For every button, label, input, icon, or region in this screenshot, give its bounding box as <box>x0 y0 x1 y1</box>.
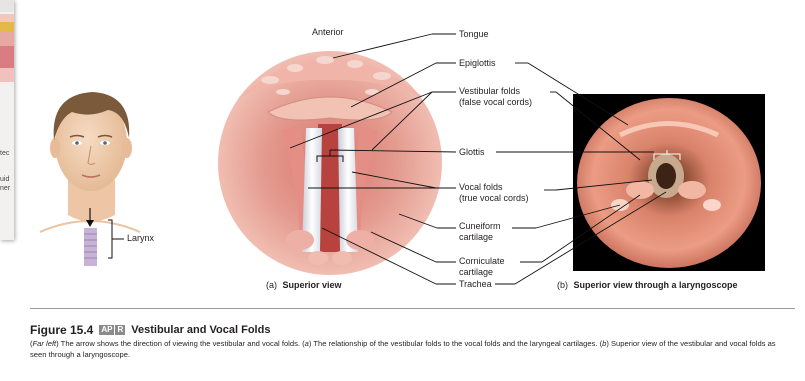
label-vocal-folds-sub: (true vocal cords) <box>459 193 529 204</box>
panel-a-prefix: (a) <box>266 280 277 290</box>
label-anterior: Anterior <box>312 27 344 38</box>
apr-badge-part: AP <box>99 325 114 335</box>
figure-title: Vestibular and Vocal Folds <box>131 324 270 336</box>
panel-a-title: (a) Superior view <box>266 280 342 291</box>
label-glottis: Glottis <box>459 147 485 158</box>
label-cuneiform-sub: cartilage <box>459 232 493 243</box>
superior-view-drawing <box>218 51 442 275</box>
caption-body-part: Far left <box>33 339 57 348</box>
label-epiglottis: Epiglottis <box>459 58 496 69</box>
label-vocal-folds: Vocal folds <box>459 182 503 193</box>
panel-b-title: (b) Superior view through a laryngoscope <box>557 280 738 291</box>
label-tongue: Tongue <box>459 29 489 40</box>
caption-body-part: The arrow shows the direction of viewing… <box>59 339 305 348</box>
figure-number: Figure 15.4 <box>30 323 93 337</box>
label-vestibular-folds: Vestibular folds <box>459 86 520 97</box>
caption-divider <box>30 308 795 309</box>
panel-b-name: Superior view through a laryngoscope <box>574 280 738 290</box>
panel-a-name: Superior view <box>283 280 342 290</box>
label-cuneiform: Cuneiform <box>459 221 501 232</box>
label-trachea: Trachea <box>459 279 492 290</box>
caption-body-part: ) The relationship of the vestibular fol… <box>309 339 602 348</box>
label-corniculate-sub: cartilage <box>459 267 493 278</box>
apr-badge: AP R <box>99 325 125 335</box>
panel-b-prefix: (b) <box>557 280 568 290</box>
figure-caption-title: Figure 15.4 AP R Vestibular and Vocal Fo… <box>30 323 270 337</box>
label-vestibular-folds-sub: (false vocal cords) <box>459 97 532 108</box>
figure-caption-body: (Far left) The arrow shows the direction… <box>30 339 785 360</box>
figure-illustration <box>0 0 805 300</box>
label-corniculate: Corniculate <box>459 256 505 267</box>
laryngoscope-photo <box>573 94 765 271</box>
label-larynx: Larynx <box>127 233 154 244</box>
apr-badge-part: R <box>115 325 125 335</box>
head-illustration <box>40 92 140 266</box>
